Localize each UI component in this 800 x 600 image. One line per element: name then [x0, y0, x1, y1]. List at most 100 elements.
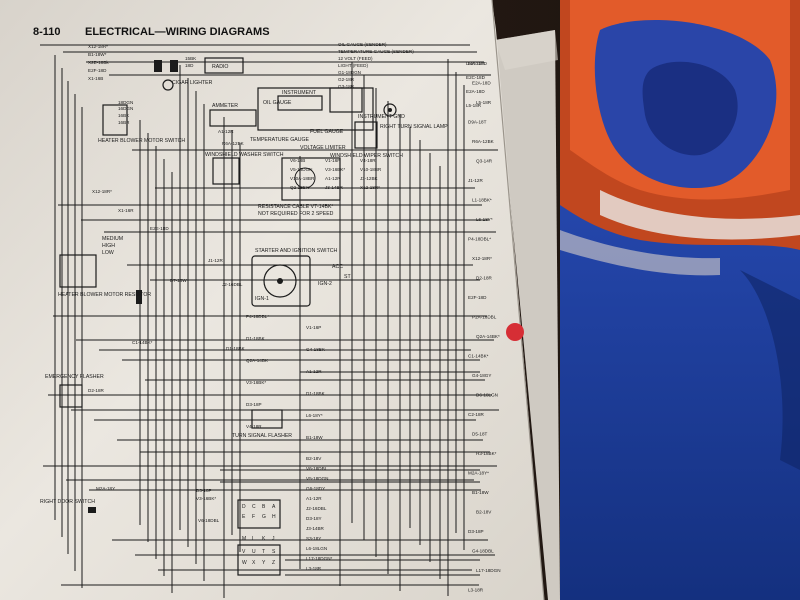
- label-oil-gauge: OIL GAUGE: [263, 100, 292, 106]
- wire-label-center-26: V5-18DGN: [306, 476, 328, 481]
- label-heater-blower-switch: HEATER BLOWER MOTOR SWITCH: [98, 138, 185, 144]
- wire-label-center-4: V3-16BK*: [325, 167, 345, 172]
- wire-label-center-23: B1-18W: [306, 435, 323, 440]
- wire-label-left-1: 16DGN: [118, 106, 133, 111]
- wire-label-left-8: E2E-18D: [150, 226, 169, 231]
- label-voltage-limiter: VOLTAGE LIMITER: [300, 145, 346, 151]
- wire-label-top-11: G1-18DGN: [338, 70, 361, 75]
- wire-label-right-0: E2C-18D: [468, 61, 488, 66]
- wire-label-center-14: D1-18BK: [246, 336, 266, 341]
- wire-label-center-8: J3-12BK: [360, 176, 379, 181]
- wire-label-left-0: 18DGN: [118, 100, 133, 105]
- label-ign1: IGN-1: [255, 296, 269, 302]
- wire-label-center-6: V10A-18BR: [290, 176, 315, 181]
- turn-flasher-box: [251, 409, 283, 429]
- wire-label-left-5: R6A-12BK: [222, 141, 245, 146]
- connector-pin-T: T: [262, 549, 265, 555]
- wire-label-right-6: J1-12R: [468, 178, 483, 183]
- page-number: 8-110: [33, 26, 61, 38]
- wire-label-top-6: 18D: [185, 63, 194, 68]
- label-blower-resistor: HEATER BLOWER MOTOR RESISTOR: [58, 292, 151, 298]
- wire-label-right-5: Q3-14R: [476, 159, 493, 164]
- wire-label-top-2: X2E-18Bk: [88, 60, 109, 65]
- back-sheet: [495, 30, 560, 600]
- connector-pin-C: C: [252, 504, 256, 510]
- wire-label-left-12: C1-14BK*: [132, 340, 153, 345]
- wire-labels-left: 18DGN16DGN16BK16BRA1-12RR6A-12BKX12-18R*…: [88, 100, 246, 523]
- wire-label-right-23: B2-18V: [476, 510, 492, 515]
- wire-label-right-16: G4-18GY: [472, 373, 491, 378]
- connector-pin-A: A: [272, 504, 276, 510]
- connector-pin-K: K: [262, 536, 266, 542]
- label-instrument-gnd: INSTRUMENT GND: [358, 114, 405, 120]
- wire-label-top-12: G2-18R: [338, 77, 355, 82]
- ignition-switch-box: [251, 255, 311, 307]
- wire-label-right-8: L6-18Y*: [476, 217, 493, 222]
- label-speed-low: LOW: [102, 250, 114, 256]
- wire-label-center-27: G6-18DY: [306, 486, 325, 491]
- wire-label-center-7: A1-12R: [325, 176, 341, 181]
- instrument-cluster-box: [257, 87, 374, 131]
- bulkhead-connector-lower: [237, 544, 281, 576]
- wire-label-center-9: Q2-12BK: [290, 185, 310, 190]
- wire-label-center-25: V6-18DBL: [306, 466, 328, 471]
- wire-label-right-12: E2F-18D: [468, 295, 487, 300]
- wire-label-center-21: L6-18Y*: [306, 413, 323, 418]
- washer-switch-box: [212, 157, 240, 185]
- wire-label-top-14: D9A-18Y: [466, 61, 485, 66]
- connector-pin-X: X: [252, 560, 256, 566]
- connector-pin-F: F: [252, 514, 255, 520]
- wire-label-top-13: G3-18R: [338, 84, 355, 89]
- wire-label-center-20: D3-18P: [246, 402, 262, 407]
- label-radio: RADIO: [212, 64, 228, 70]
- connector-pin-D: D: [242, 504, 246, 510]
- label-acc: ACC: [332, 264, 343, 270]
- radio-box: [204, 57, 244, 74]
- label-speed-high: HIGH: [102, 243, 115, 249]
- wire-label-right-22: B1-18W: [472, 490, 489, 495]
- label-washer-switch: WINDSHIELD WASHER SWITCH: [205, 152, 284, 158]
- wire-label-left-16: M2A-18Y: [96, 486, 115, 491]
- connector-pin-E: E: [242, 514, 246, 520]
- wire-label-top-3: E2F-18D: [88, 68, 107, 73]
- connector-pin-Y: Y: [262, 560, 266, 566]
- connector-pin-H: H: [272, 514, 276, 520]
- wire-label-right-2: L5-18R: [476, 100, 492, 105]
- wire-label-right-20: H3-18BK*: [476, 451, 497, 456]
- label-temperature-gauge: TEMPERATURE GAUGE: [250, 137, 310, 143]
- wire-label-center-12: P4-18DBL*: [246, 314, 269, 319]
- bulkhead-connector-upper: [237, 499, 281, 529]
- wire-label-right-1: E2A-18D: [472, 81, 491, 86]
- connector-pin-Z: Z: [272, 560, 275, 566]
- wire-label-right-18: C2-18R: [468, 412, 485, 417]
- wire-label-center-0: V6-18B: [290, 158, 305, 163]
- wire-label-left-4: A1-12R: [218, 129, 234, 134]
- component-symbols: [88, 60, 397, 513]
- wire-label-right-14: Q2A-14BK*: [476, 334, 500, 339]
- wire-label-left-14: D1-18BK: [226, 346, 246, 351]
- wire-label-top-0: X12-18R*: [88, 44, 108, 49]
- wire-label-top-15: E2C-18D: [466, 75, 486, 80]
- wire-label-center-10: J3-14BR: [325, 185, 344, 190]
- label-st: ST: [344, 274, 351, 280]
- punch-hole: [506, 323, 524, 341]
- wire-label-center-17: A1-12R: [306, 369, 322, 374]
- wire-label-center-30: D3-18Y: [306, 516, 322, 521]
- connector-pin-G: G: [262, 514, 266, 520]
- wire-label-center-15: G4-18BK: [306, 347, 326, 352]
- wire-label-center-3: V5-18DGN: [290, 167, 312, 172]
- wire-label-left-13: D2-18R: [88, 388, 105, 393]
- component-boxes: [59, 57, 378, 576]
- wire-labels-right: E2C-18DE2A-18DL5-18RD9A-18TR6A-12BKQ3-14…: [468, 61, 501, 593]
- label-resistance-cable: RESISTANCE CABLE V7-14BK*: [258, 204, 333, 210]
- wire-label-right-19: D5-18T: [472, 432, 488, 437]
- wire-label-center-5: V10-18BR: [360, 167, 382, 172]
- wire-label-right-4: R6A-12BK: [472, 139, 495, 144]
- connector-pin-L: L: [252, 536, 255, 542]
- wire-label-right-13: P2A-18DBL: [472, 315, 497, 320]
- label-right-door-switch: RIGHT DOOR SWITCH: [40, 499, 95, 505]
- wire-label-top-10: LIGHT (FEED): [338, 63, 369, 68]
